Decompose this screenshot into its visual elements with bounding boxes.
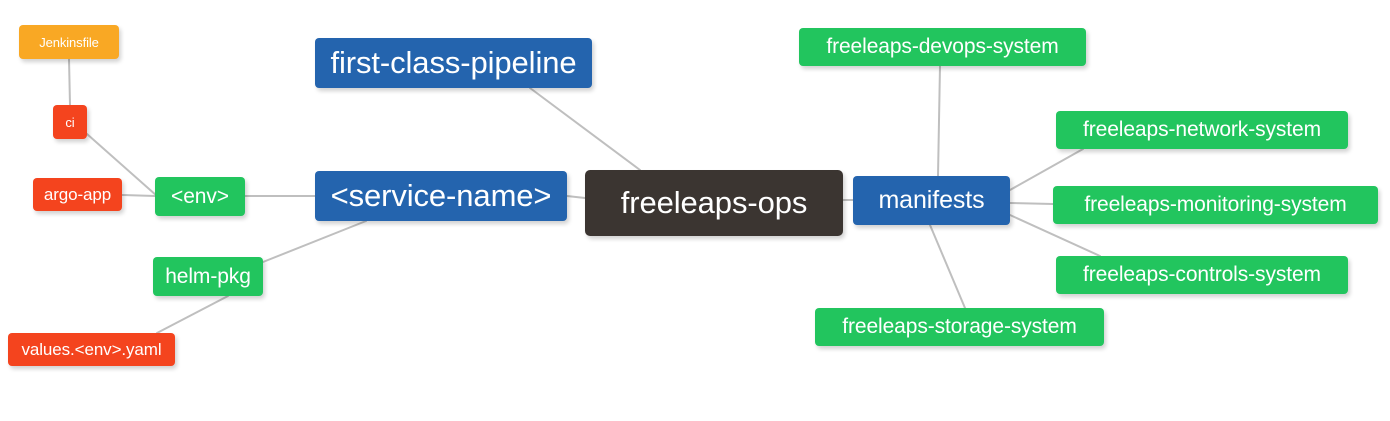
node-freeleaps-storage-system[interactable]: freeleaps-storage-system — [815, 308, 1104, 346]
node-label: ci — [65, 114, 75, 130]
edge-service-name-to-freeleaps-ops — [566, 195, 586, 199]
node-label: manifests — [878, 186, 985, 214]
node-label: <env> — [171, 184, 229, 208]
node-manifests[interactable]: manifests — [853, 176, 1010, 225]
node-label: freeleaps-devops-system — [826, 35, 1059, 58]
edge-manifests-to-freeleaps-network-system — [1009, 148, 1084, 191]
node-freeleaps-ops[interactable]: freeleaps-ops — [585, 170, 843, 236]
node-label: freeleaps-controls-system — [1083, 263, 1321, 286]
node-label: values.<env>.yaml — [21, 339, 162, 359]
node-freeleaps-devops-system[interactable]: freeleaps-devops-system — [799, 28, 1086, 66]
node-label: first-class-pipeline — [330, 45, 577, 80]
edge-first-class-pipeline-to-freeleaps-ops — [529, 87, 641, 171]
node-first-class-pipeline[interactable]: first-class-pipeline — [315, 38, 592, 88]
node-label: freeleaps-monitoring-system — [1084, 193, 1347, 216]
node-label: helm-pkg — [165, 264, 251, 288]
node-label: Jenkinsfile — [39, 34, 99, 50]
node-service-name[interactable]: <service-name> — [315, 171, 567, 221]
edge-manifests-to-freeleaps-monitoring-system — [1009, 202, 1054, 205]
edge-helm-pkg-to-service-name — [262, 220, 367, 263]
node-label: freeleaps-storage-system — [842, 315, 1077, 338]
node-env[interactable]: <env> — [155, 177, 245, 216]
node-helm-pkg[interactable]: helm-pkg — [153, 257, 263, 296]
node-values-yaml[interactable]: values.<env>.yaml — [8, 333, 175, 366]
edge-manifests-to-freeleaps-devops-system — [937, 65, 941, 177]
node-freeleaps-network-system[interactable]: freeleaps-network-system — [1056, 111, 1348, 149]
edge-jenkinsfile-to-ci — [68, 58, 71, 106]
node-argo-app[interactable]: argo-app — [33, 178, 122, 211]
node-label: argo-app — [43, 184, 112, 204]
edge-argo-app-to-env — [121, 194, 156, 197]
edge-manifests-to-freeleaps-storage-system — [929, 224, 966, 309]
node-label: <service-name> — [330, 178, 552, 213]
node-label: freeleaps-network-system — [1082, 118, 1321, 141]
node-jenkinsfile[interactable]: Jenkinsfile — [19, 25, 119, 59]
edge-values-yaml-to-helm-pkg — [156, 295, 229, 334]
node-freeleaps-controls-system[interactable]: freeleaps-controls-system — [1056, 256, 1348, 294]
node-freeleaps-monitoring-system[interactable]: freeleaps-monitoring-system — [1053, 186, 1378, 224]
node-label: freeleaps-ops — [620, 185, 808, 220]
node-ci[interactable]: ci — [53, 105, 87, 139]
